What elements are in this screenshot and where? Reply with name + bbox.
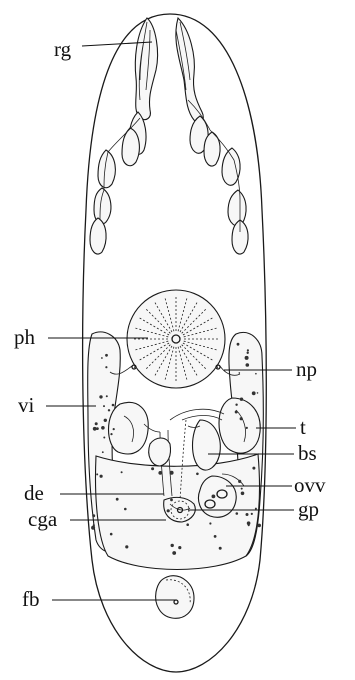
stipple-dot <box>112 404 115 407</box>
stipple-dot <box>246 427 248 429</box>
bursa-stalk <box>170 409 224 420</box>
stipple-dot <box>158 471 162 475</box>
label-ovv: ovv <box>294 473 326 497</box>
stipple-dot <box>246 513 249 516</box>
stipple-dot <box>170 471 174 475</box>
stipple-dot <box>93 427 97 431</box>
stipple-dot <box>241 492 245 496</box>
stipple-dot <box>121 471 123 473</box>
stipple-dot <box>252 467 255 470</box>
label-ph: ph <box>14 325 36 349</box>
stipple-dot <box>101 357 103 359</box>
stipple-dot <box>151 467 154 470</box>
stipple-dot <box>235 404 237 406</box>
label-gp: gp <box>298 497 319 521</box>
stipple-dot <box>171 544 174 547</box>
stipple-dot <box>212 495 216 499</box>
stipple-dot <box>99 395 102 398</box>
label-bs: bs <box>298 441 317 465</box>
stipple-dot <box>247 349 249 351</box>
label-cga: cga <box>28 507 58 531</box>
testis-left <box>109 402 149 453</box>
label-t: t <box>300 415 306 439</box>
label-rg: rg <box>54 37 72 61</box>
stipple-dot <box>95 422 98 425</box>
stipple-dot <box>235 411 238 414</box>
stipple-dot <box>239 372 241 374</box>
stipple-dot <box>91 526 95 530</box>
stipple-dot <box>93 524 95 526</box>
stipple-dot <box>257 524 261 528</box>
label-np: np <box>296 357 317 381</box>
stipple-dot <box>172 551 176 555</box>
label-vi: vi <box>18 393 35 417</box>
stipple-dot <box>247 352 249 354</box>
fixation-body <box>156 576 194 619</box>
stipple-dot <box>219 547 222 550</box>
pharynx <box>127 290 225 388</box>
stipple-dot <box>103 405 105 407</box>
stipple-dot <box>248 524 250 526</box>
label-fb: fb <box>22 587 40 611</box>
stipple-dot <box>214 535 217 538</box>
stipple-dot <box>241 488 243 490</box>
stipple-dot <box>104 419 107 422</box>
stipple-dot <box>252 391 256 395</box>
stipple-dot <box>196 473 199 476</box>
stipple-dot <box>92 514 95 517</box>
stipple-dot <box>236 512 239 515</box>
seminal-vesicle <box>149 438 171 466</box>
stipple-dot <box>257 392 259 394</box>
label-de: de <box>24 481 44 505</box>
stipple-dot <box>101 426 105 430</box>
stipple-dot <box>105 366 107 368</box>
rhabdoid-glands-right <box>176 18 248 254</box>
stipple-dot <box>116 498 119 501</box>
stipple-dot <box>170 499 173 502</box>
stipple-dot <box>110 533 113 536</box>
stipple-dot <box>125 545 128 548</box>
stipple-dot <box>103 437 105 439</box>
stipple-dot <box>255 373 257 375</box>
stipple-dot <box>237 343 240 346</box>
stipple-dot <box>105 354 108 357</box>
stipple-dot <box>100 475 103 478</box>
stipple-dot <box>246 363 250 367</box>
stipple-dot <box>102 451 104 453</box>
stipple-dot <box>245 356 249 360</box>
stipple-dot <box>186 523 189 526</box>
stipple-dot <box>108 409 110 411</box>
rhabdoid-glands-left <box>90 18 158 254</box>
stipple-dot <box>255 508 257 510</box>
stipple-dot <box>96 473 98 475</box>
stipple-dot <box>209 522 211 524</box>
stipple-dot <box>240 398 243 401</box>
stipple-dot <box>238 480 241 483</box>
stipple-dot <box>124 508 127 511</box>
stipple-dot <box>251 513 253 515</box>
stipple-dot <box>113 428 115 430</box>
stipple-dot <box>167 509 170 512</box>
stipple-dot <box>178 546 181 549</box>
stipple-dot <box>106 395 108 397</box>
stipple-dot <box>110 433 112 435</box>
stipple-dot <box>240 417 243 420</box>
